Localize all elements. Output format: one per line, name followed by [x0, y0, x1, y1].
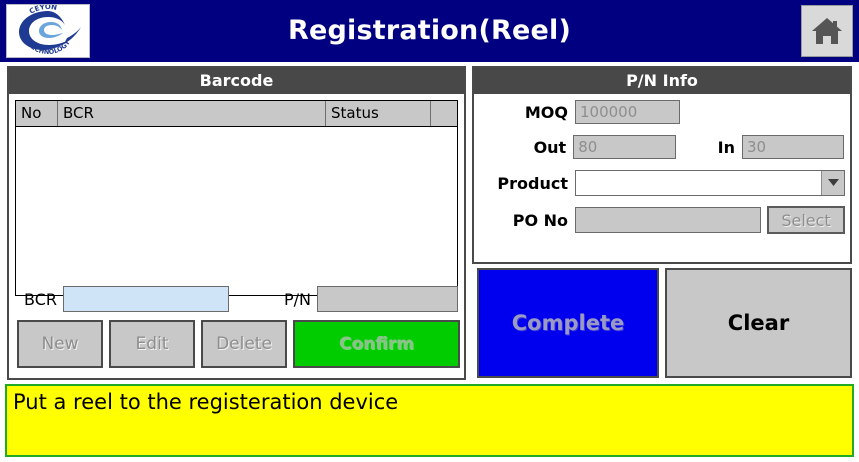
column-header-bcr: BCR — [58, 101, 326, 126]
barcode-panel: Barcode No BCR Status BCR P/N New Edit D… — [7, 66, 466, 380]
out-label: Out — [533, 137, 567, 157]
product-select-value — [576, 171, 821, 195]
bcr-input[interactable] — [63, 286, 229, 312]
barcode-table-body[interactable] — [16, 127, 457, 294]
logo-text-top: CEYON — [28, 5, 58, 16]
out-field[interactable]: 80 — [573, 135, 677, 159]
ceyon-swirl-icon: CEYON TECHNOLOGY — [19, 5, 81, 56]
pn-info-panel-header: P/N Info — [474, 68, 850, 94]
title-bar: CEYON TECHNOLOGY Registration(Reel) — [0, 0, 859, 62]
bcr-input-label: BCR — [24, 289, 57, 309]
pn-info-panel: P/N Info MOQ 100000 Out 80 In 30 Product — [472, 66, 852, 264]
in-field[interactable]: 30 — [741, 135, 844, 159]
clear-button[interactable]: Clear — [665, 268, 852, 378]
status-message-bar: Put a reel to the registeration device — [5, 384, 854, 457]
barcode-action-buttons: New Edit Delete Confirm — [17, 320, 460, 370]
column-header-no: No — [16, 101, 58, 126]
company-logo: CEYON TECHNOLOGY — [6, 4, 90, 58]
svg-text:CEYON: CEYON — [28, 5, 58, 16]
product-label: Product — [497, 173, 568, 193]
po-no-field[interactable] — [575, 207, 761, 233]
moq-row: MOQ 100000 — [482, 100, 680, 124]
out-in-row: Out 80 In 30 — [482, 135, 844, 159]
column-header-status: Status — [326, 101, 431, 126]
new-button[interactable]: New — [17, 320, 103, 368]
barcode-panel-header: Barcode — [9, 68, 464, 94]
pn-input-label: P/N — [283, 289, 311, 309]
delete-button[interactable]: Delete — [201, 320, 287, 368]
po-no-row: PO No Select — [482, 206, 845, 234]
barcode-input-row: BCR P/N — [15, 282, 460, 316]
barcode-table-header-row: No BCR Status — [16, 101, 457, 127]
edit-button[interactable]: Edit — [109, 320, 195, 368]
barcode-table[interactable]: No BCR Status — [15, 100, 458, 296]
column-header-blank — [431, 101, 457, 126]
moq-label: MOQ — [524, 102, 568, 122]
product-select[interactable] — [575, 170, 845, 196]
page-title: Registration(Reel) — [287, 15, 572, 46]
in-label: In — [717, 137, 735, 157]
confirm-button[interactable]: Confirm — [293, 320, 460, 368]
product-row: Product — [482, 170, 845, 196]
complete-button[interactable]: Complete — [477, 268, 659, 378]
select-button[interactable]: Select — [767, 206, 845, 234]
chevron-down-glyph — [827, 179, 839, 186]
po-no-label: PO No — [512, 210, 568, 230]
home-button[interactable] — [801, 5, 853, 57]
pn-input[interactable] — [317, 286, 458, 312]
home-icon — [812, 18, 842, 44]
chevron-down-icon — [821, 171, 844, 195]
moq-field[interactable]: 100000 — [575, 100, 680, 124]
